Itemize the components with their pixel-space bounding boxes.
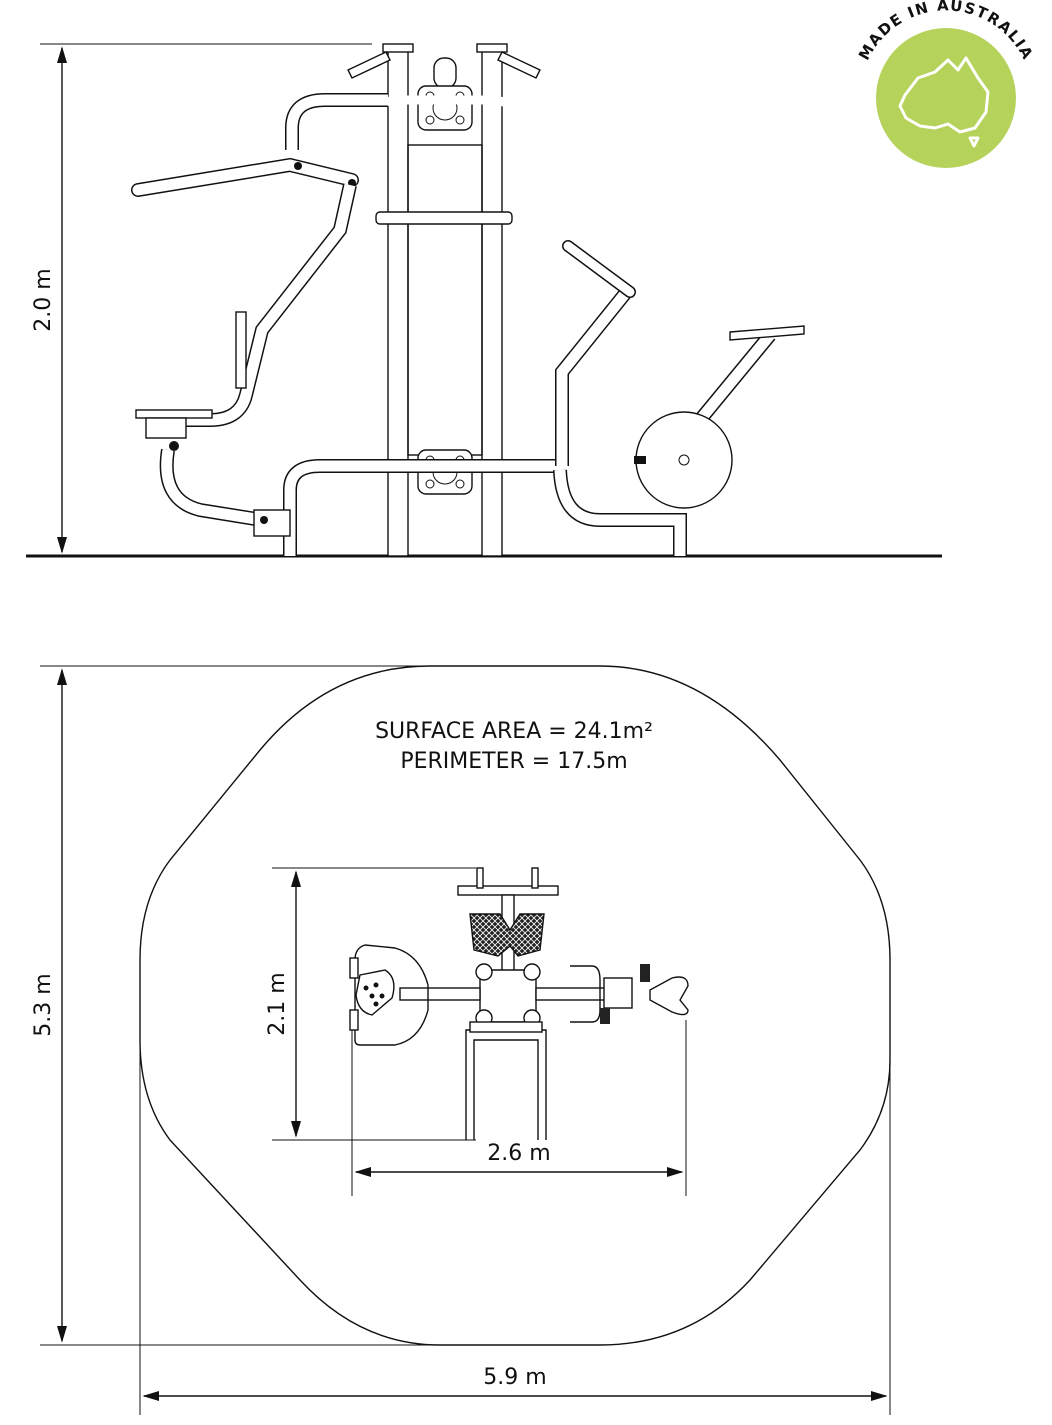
equipment-depth-dimension: 2.1 m <box>265 867 476 1141</box>
chest-press-station <box>131 93 388 537</box>
height-label: 2.0 m <box>31 268 56 331</box>
made-in-australia-badge: MADE IN AUSTRALIA <box>855 0 1036 168</box>
equipment-depth-label: 2.1 m <box>265 972 290 1035</box>
badge-circle <box>876 28 1016 168</box>
mesh-seat <box>469 913 545 957</box>
plan-view: SURFACE AREA = 24.1m² PERIMETER = 17.5m … <box>31 665 891 1415</box>
australia-map-icon <box>898 56 990 148</box>
equipment-width-dimension: 2.6 m <box>351 1020 687 1196</box>
equipment-plan <box>349 867 689 1140</box>
width-label: 5.9 m <box>483 1365 546 1390</box>
equipment-width-label: 2.6 m <box>487 1141 550 1166</box>
height-dimension: 2.0 m <box>31 43 372 554</box>
safety-surface-outline <box>139 665 891 1346</box>
depth-dimension: 5.3 m <box>31 665 440 1346</box>
width-dimension: 5.9 m <box>139 1040 891 1415</box>
surface-area-label: SURFACE AREA = 24.1m² <box>375 719 653 744</box>
main-frame <box>283 43 560 557</box>
depth-label: 5.3 m <box>31 973 56 1036</box>
elevation-view: 2.0 m <box>26 43 942 558</box>
bike-station <box>553 240 805 556</box>
perimeter-label: PERIMETER = 17.5m <box>400 749 627 774</box>
